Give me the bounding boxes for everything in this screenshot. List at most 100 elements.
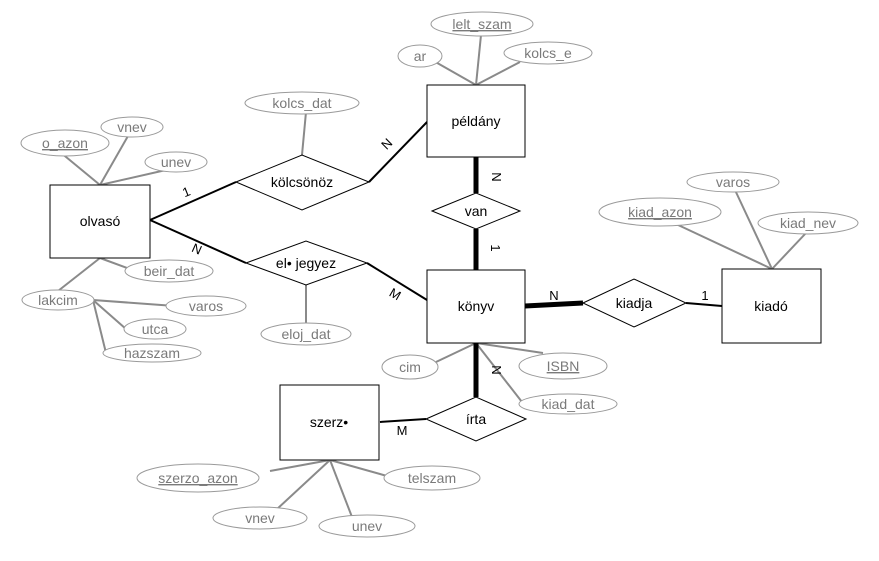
- line-varos-lakcim: [92, 299, 176, 307]
- attribute-eloj-dat[interactable]: eloj_dat: [260, 322, 352, 346]
- attribute-telszam[interactable]: telszam: [383, 465, 481, 491]
- card-kolcsonoz-peldany: N: [378, 135, 395, 152]
- card-kiadja-konyv: N: [549, 288, 558, 303]
- attribute-vnev-szerzo[interactable]: vnev: [212, 506, 308, 530]
- line-isbn: [475, 342, 544, 354]
- attribute-kolcs-dat-label: kolcs_dat: [272, 95, 331, 111]
- line-lelt-szam: [475, 34, 482, 86]
- attribute-hazszam-label: hazszam: [124, 345, 180, 361]
- attribute-kolcs-dat[interactable]: kolcs_dat: [244, 91, 360, 115]
- entity-kiado-label: kiadó: [754, 298, 788, 314]
- line-kolcsonoz-peldany: [368, 121, 428, 183]
- line-unev-olvaso: [99, 169, 167, 186]
- relationship-irta[interactable]: írta: [424, 396, 528, 442]
- relationship-eljegyez-label: el• jegyez: [276, 255, 336, 271]
- line-vnev-olvaso: [99, 135, 129, 186]
- card-kiadja-kiado: 1: [701, 288, 708, 303]
- attribute-utca-label: utca: [142, 321, 169, 337]
- entity-olvaso[interactable]: olvasó: [49, 184, 151, 259]
- card-olvaso-eljegyez: N: [189, 240, 204, 258]
- line-kiad-dat: [475, 342, 523, 403]
- line-varos-kiado: [734, 189, 773, 270]
- relationship-kolcsonoz[interactable]: kölcsönöz: [234, 154, 371, 211]
- attribute-kolcs-e-label: kolcs_e: [524, 45, 572, 61]
- attribute-cim-label: cim: [399, 359, 421, 375]
- attribute-kiad-dat[interactable]: kiad_dat: [518, 393, 618, 415]
- attribute-kiad-azon[interactable]: kiad_azon: [598, 197, 722, 227]
- entity-szerzo-label: szerz•: [310, 414, 348, 430]
- attribute-ar[interactable]: ar: [397, 44, 443, 68]
- attribute-cim[interactable]: cim: [381, 354, 439, 380]
- line-irta-szerzo: [379, 418, 427, 423]
- line-szerzo-azon: [269, 459, 331, 472]
- attribute-utca[interactable]: utca: [123, 318, 187, 340]
- line-o-azon: [59, 151, 101, 186]
- line-konyv-kiadja: [524, 300, 584, 309]
- card-eljegyez-konyv: M: [387, 285, 404, 303]
- relationship-irta-label: írta: [466, 411, 486, 427]
- line-eljegyez-konyv: [366, 262, 428, 301]
- attribute-varos-lakcim[interactable]: varos: [165, 295, 247, 317]
- attribute-vnev-olvaso[interactable]: vnev: [100, 116, 164, 138]
- entity-olvaso-label: olvasó: [80, 213, 121, 229]
- attribute-kiad-dat-label: kiad_dat: [542, 396, 595, 412]
- attribute-lakcim[interactable]: lakcim: [21, 289, 95, 311]
- line-olvaso-kolcsonoz: [149, 181, 237, 221]
- line-kolcs-e: [475, 61, 521, 86]
- attribute-hazszam[interactable]: hazszam: [102, 343, 202, 363]
- attribute-kiad-azon-label: kiad_azon: [628, 204, 692, 220]
- entity-peldany-label: példány: [451, 113, 500, 129]
- attribute-unev-olvaso[interactable]: unev: [144, 151, 208, 173]
- attribute-varos-kiado[interactable]: varos: [686, 171, 780, 193]
- attribute-szerzo-azon-label: szerzo_azon: [158, 470, 237, 486]
- attribute-unev-szerzo-label: unev: [352, 518, 382, 534]
- attribute-vnev-szerzo-label: vnev: [245, 510, 275, 526]
- attribute-lakcim-label: lakcim: [38, 292, 78, 308]
- attribute-unev-szerzo[interactable]: unev: [318, 514, 416, 538]
- line-ar: [431, 59, 477, 86]
- attribute-lelt-szam[interactable]: lelt_szam: [430, 11, 534, 37]
- relationship-van[interactable]: van: [430, 192, 522, 230]
- attribute-kolcs-e[interactable]: kolcs_e: [503, 41, 593, 65]
- attribute-o-azon[interactable]: o_azon: [20, 129, 110, 157]
- attribute-isbn[interactable]: ISBN: [518, 352, 608, 380]
- line-hazszam: [92, 299, 107, 354]
- line-olvaso-eljegyez: [149, 219, 247, 264]
- attribute-ar-label: ar: [414, 48, 427, 64]
- entity-konyv[interactable]: könyv: [426, 269, 526, 344]
- line-cim: [435, 342, 477, 363]
- line-telszam: [329, 459, 388, 477]
- card-irta-szerzo: M: [397, 423, 408, 438]
- attribute-varos-lakcim-label: varos: [189, 298, 223, 314]
- relationship-van-label: van: [465, 203, 488, 219]
- attribute-telszam-label: telszam: [408, 470, 456, 486]
- line-vnev-szerzo: [275, 459, 331, 511]
- line-lakcim: [57, 257, 101, 292]
- attribute-varos-kiado-label: varos: [716, 174, 750, 190]
- entity-peldany[interactable]: példány: [426, 84, 526, 158]
- attribute-kiad-nev-label: kiad_nev: [780, 215, 836, 231]
- card-van-konyv: 1: [488, 244, 503, 251]
- attribute-lelt-szam-label: lelt_szam: [452, 16, 511, 32]
- relationship-eljegyez[interactable]: el• jegyez: [244, 240, 369, 286]
- entity-konyv-label: könyv: [458, 298, 495, 314]
- attribute-isbn-label: ISBN: [547, 358, 580, 374]
- line-unev-szerzo: [329, 459, 353, 518]
- attribute-eloj-dat-label: eloj_dat: [281, 326, 330, 342]
- entity-szerzo[interactable]: szerz•: [279, 384, 380, 461]
- attribute-beir-dat[interactable]: beir_dat: [124, 259, 214, 283]
- line-kolcs-dat: [301, 111, 307, 156]
- attribute-kiad-nev[interactable]: kiad_nev: [757, 211, 859, 235]
- card-irta-konyv: N: [489, 365, 504, 374]
- attribute-szerzo-azon[interactable]: szerzo_azon: [136, 463, 260, 493]
- line-utca: [92, 299, 127, 330]
- entity-kiado[interactable]: kiadó: [721, 268, 822, 344]
- line-kiad-nev: [771, 232, 807, 270]
- relationship-kolcsonoz-label: kölcsönöz: [271, 174, 333, 190]
- card-olvaso-kolcsonoz: 1: [180, 184, 192, 201]
- line-kiad-azon: [675, 223, 773, 270]
- relationship-kiadja-label: kiadja: [616, 295, 653, 311]
- relationship-kiadja[interactable]: kiadja: [581, 278, 688, 328]
